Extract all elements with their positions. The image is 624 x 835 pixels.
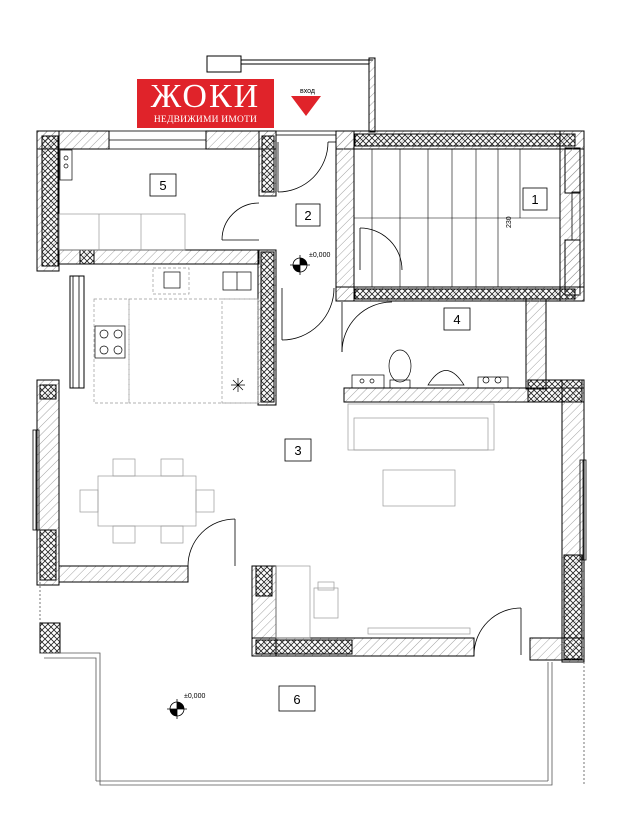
level-marker-terrace [167, 699, 187, 719]
terrace [39, 582, 585, 786]
doors [187, 141, 522, 656]
room-label-6: 6 [278, 685, 316, 712]
kitchen [93, 267, 259, 404]
room-label-5: 5 [149, 173, 177, 197]
entrance-canopy [206, 55, 376, 133]
bathroom [351, 349, 509, 389]
walls [36, 130, 585, 663]
svg-text:1: 1 [531, 192, 538, 207]
room-label-2: 2 [295, 203, 321, 227]
level-marker-hall [290, 255, 310, 275]
svg-text:4: 4 [453, 312, 460, 327]
svg-text:5: 5 [159, 178, 166, 193]
entrance-arrow [291, 96, 321, 116]
room-label-1: 1 [522, 187, 548, 211]
svg-text:3: 3 [294, 443, 301, 458]
svg-text:2: 2 [304, 208, 311, 223]
level-label-hall: ±0,000 [309, 252, 330, 259]
room5-furniture [58, 149, 186, 251]
room-label-3: 3 [284, 438, 312, 462]
staircase [353, 148, 561, 288]
windows [32, 130, 587, 561]
office-furniture [275, 565, 471, 639]
logo-tagline: НЕДВИЖИМИ ИМОТИ [153, 115, 258, 125]
logo-name: ЖОКИ [150, 79, 261, 115]
entrance-label: вход [300, 88, 315, 95]
svg-text:6: 6 [293, 692, 300, 707]
room-label-4: 4 [443, 307, 471, 331]
living-furniture [79, 403, 495, 544]
stair-dimension: 230 [506, 216, 513, 228]
agency-logo: ЖОКИ НЕДВИЖИМИ ИМОТИ [137, 79, 274, 128]
level-label-terrace: ±0,000 [184, 693, 205, 700]
